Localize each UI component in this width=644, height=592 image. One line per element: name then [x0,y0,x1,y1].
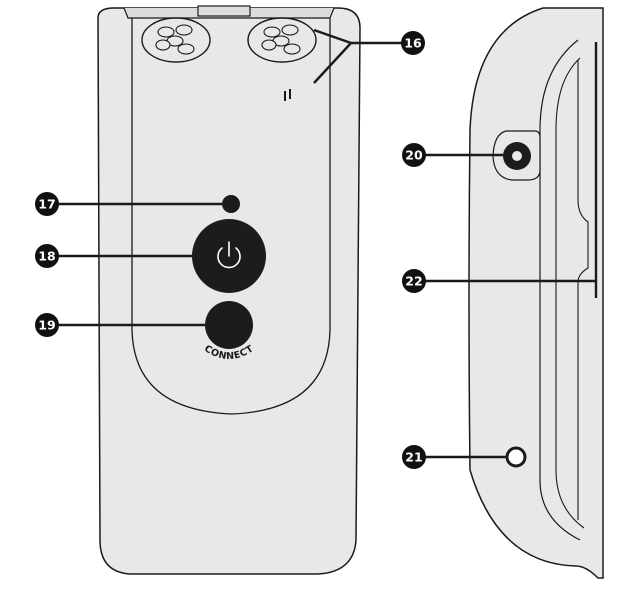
connect-label: CONNECT [202,343,256,362]
callout-17: 17 [35,192,59,216]
callout-22: 22 [402,269,426,293]
side-clip-outline [577,60,589,520]
right-contact-pad [247,17,317,63]
callout-20: 20 [402,143,426,167]
inner-panel-outline [131,18,331,415]
side-view-device [468,7,604,579]
side-rail-inner [555,57,585,529]
callout-18: 18 [35,244,59,268]
indicator-led [222,195,240,213]
callout-19: 19 [35,313,59,337]
microphone-slot [284,89,291,101]
leader-16-b [313,28,352,45]
top-hinge [197,5,251,17]
callout-21-number: 21 [405,450,422,465]
callout-18-number: 18 [38,249,55,264]
left-contact-pad [141,17,211,63]
callout-21: 21 [402,445,426,469]
callout-16-number: 16 [404,36,422,51]
callout-19-number: 19 [38,318,55,333]
front-view-device: CONNECT [97,5,361,575]
callout-22-number: 22 [405,274,422,289]
callout-17-number: 17 [38,197,55,212]
audio-jack-hole [512,151,522,161]
leader-lines [58,28,596,459]
connect-button [205,301,253,349]
callout-16: 16 [401,31,425,55]
small-port [505,446,527,468]
power-icon [217,241,241,269]
side-body-outline [468,7,604,579]
callout-badges: 16 17 18 19 20 21 22 [35,31,426,469]
callout-20-number: 20 [405,148,423,163]
side-rail-outer [539,39,581,541]
